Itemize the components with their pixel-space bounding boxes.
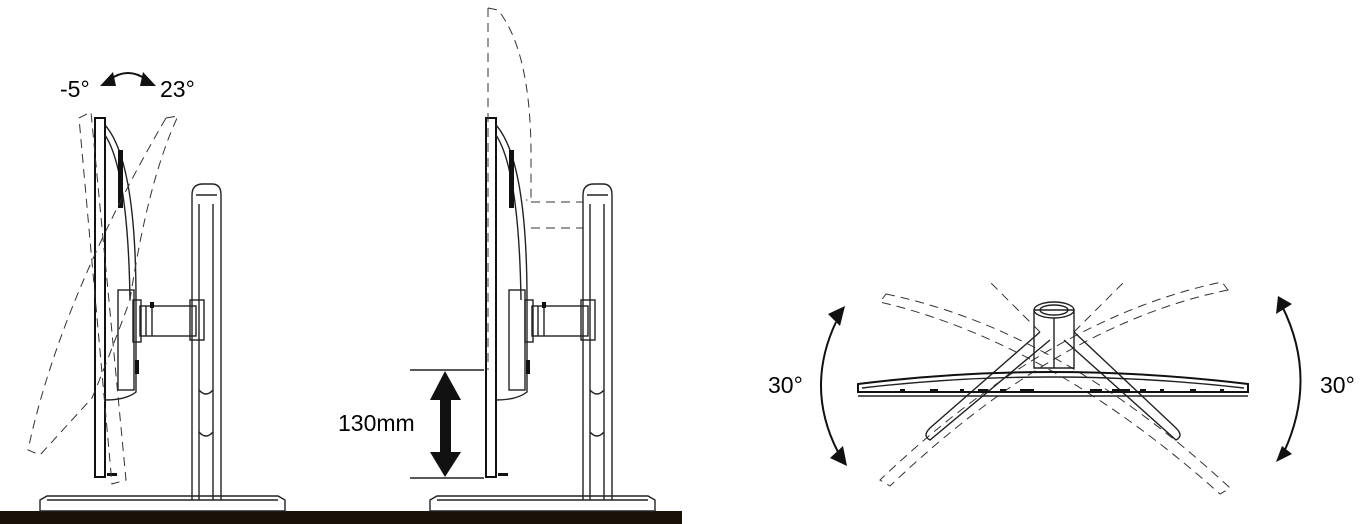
tilt-ghost-back [27,115,179,456]
hinge-neck [132,299,197,343]
stand-column [189,183,222,500]
swivel-arrow-right [1276,296,1302,462]
desk-surface [0,511,682,524]
stand-legs [925,281,1181,441]
stand-base [39,495,286,512]
swivel-left-label: 30° [768,372,803,398]
swivel-ghost-right [879,281,1229,487]
height-label: 130mm [338,410,415,436]
tilt-back-label: 23° [160,76,195,102]
swivel-right-label: 30° [1320,372,1355,398]
hinge-neck [524,299,589,343]
tilt-ghost-forward [78,111,127,485]
swivel-ghost-left [879,293,1231,495]
height-view: 130mm [338,7,656,512]
monitor-profile [94,117,139,478]
monitor-top-view [857,371,1249,397]
monitor-profile [485,117,530,478]
tilt-forward-label: -5° [60,76,90,102]
tilt-view: -5° 23° [27,72,286,512]
swivel-view: 30° 30° [768,281,1355,495]
swivel-arrow-left [820,306,847,466]
tilt-arc-arrow [100,72,156,86]
stand-neck [1033,301,1075,369]
height-arrow [410,369,484,479]
stand-column [580,183,613,500]
height-ghost-raised [487,7,583,370]
stand-base [429,495,656,512]
